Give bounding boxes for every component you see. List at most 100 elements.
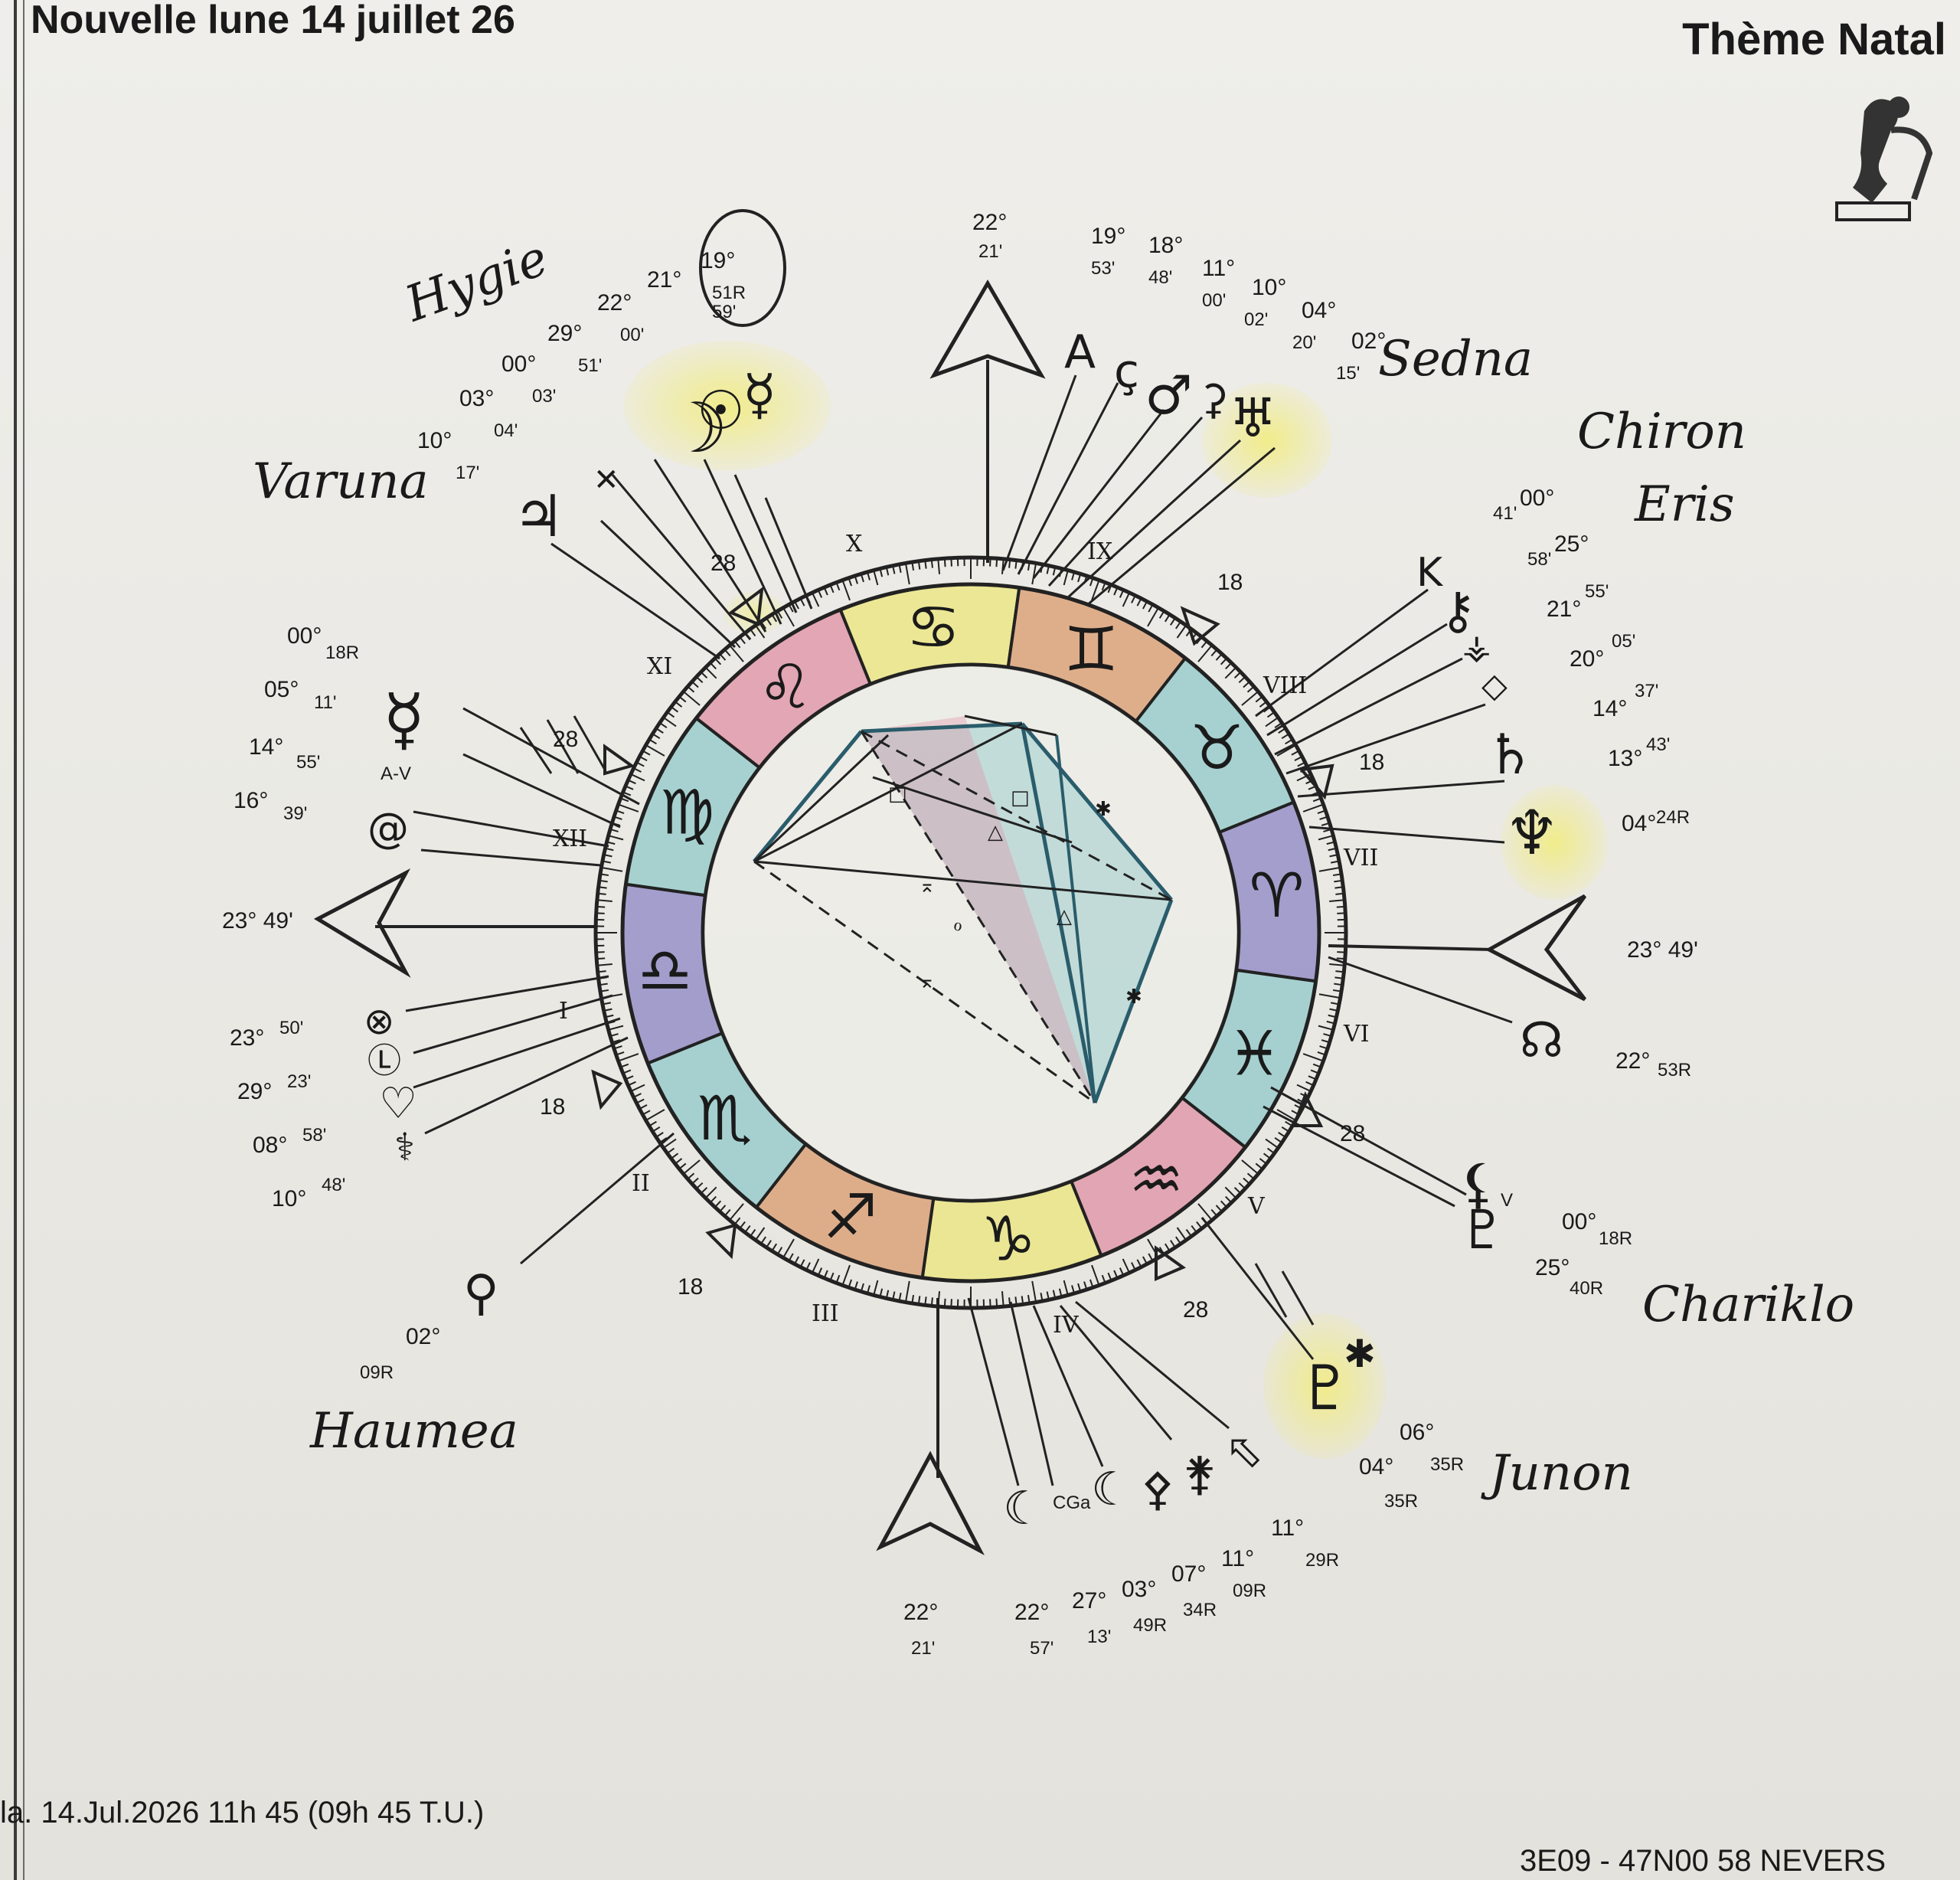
star-icon: ✱ <box>1344 1332 1376 1376</box>
varuna-symbol-icon: ✕ <box>593 463 619 498</box>
mercury-icon: ☿ <box>743 362 776 427</box>
position-degree: 08° <box>253 1133 287 1158</box>
sign-glyph-icon: ♉ <box>1190 712 1245 783</box>
junon-degree-2: 04° <box>1359 1454 1393 1479</box>
position-degree: 29° <box>237 1079 272 1104</box>
position-minute: 53' <box>1091 258 1115 279</box>
svg-text:18: 18 <box>540 1094 565 1120</box>
planet-glyphs: ☽ ☉ ☿ ✕ ♃ A ç ♂ ⚳ ♅ K ⚷ ⚶ ◇ ♄ ♆ ☊ ⚸ ♇ ♇ … <box>364 325 1563 1535</box>
position-degree: 00° <box>1520 486 1554 511</box>
chart-axes <box>313 280 1587 1556</box>
ceres-icon: ⚳ <box>1198 375 1229 423</box>
highlight-sun-moon <box>624 341 831 471</box>
ov-label: V <box>1501 1190 1513 1211</box>
parthenope-icon: ⚕ <box>394 1125 415 1169</box>
av-label: A-V <box>381 763 411 784</box>
position-degree: 05° <box>264 677 299 702</box>
house-v: V <box>1247 1193 1266 1220</box>
house-x: X <box>846 531 863 557</box>
chiron-k-icon: K <box>1416 550 1444 596</box>
position-degree: 04° <box>1302 298 1336 323</box>
positions-left-lower: 23°50'29°23'08°58'10°48' <box>230 1018 345 1211</box>
position-minute: 04' <box>494 420 518 441</box>
eris-label: Eris <box>1634 476 1735 533</box>
junon-label: Junon <box>1481 1445 1633 1502</box>
pluto-pl-icon: ♇ <box>1459 1198 1507 1261</box>
position-degree: 21° <box>647 267 681 293</box>
position-degree: 10° <box>1252 275 1286 300</box>
chariklo-label: Chariklo <box>1642 1277 1854 1333</box>
house-vi: VI <box>1343 1021 1370 1048</box>
position-minute: 37' <box>1635 681 1658 701</box>
eris-icon: ⚷ <box>1439 581 1476 640</box>
chiron-label: Chiron <box>1577 404 1746 460</box>
position-degree: 23° <box>230 1025 264 1051</box>
position-minute: 55' <box>1585 581 1609 602</box>
svg-text:28: 28 <box>553 727 578 752</box>
position-degree: 22° <box>597 290 632 316</box>
saturn-icon: ♄ <box>1485 722 1535 786</box>
position-minute: 39' <box>283 803 307 824</box>
house-xii: XII <box>553 826 587 852</box>
chariklo-minute-1: 18R <box>1599 1228 1632 1249</box>
highlight-neptune <box>1501 785 1608 900</box>
position-minute: 48' <box>322 1175 345 1195</box>
chariklo-degree-1: 00° <box>1562 1209 1596 1234</box>
position-minute: 23' <box>287 1071 311 1092</box>
moon-m-icon: ☾ <box>1003 1482 1044 1535</box>
position-degree: 10° <box>417 428 452 453</box>
house-vii: VII <box>1343 845 1378 871</box>
zodiac-sectors <box>621 583 1321 1283</box>
house-iv: IV <box>1053 1312 1080 1339</box>
position-degree: 11° <box>1271 1515 1304 1541</box>
chart-kind: Thème Natal <box>1682 15 1946 64</box>
cga-label: CGa <box>1053 1493 1091 1513</box>
node-minute: 53R <box>1658 1060 1691 1081</box>
position-minute: 59' <box>712 302 736 322</box>
juno-icon: ⚴ <box>1141 1463 1174 1516</box>
pointer-icon: ⬁ <box>1225 1424 1263 1478</box>
position-minute: 58' <box>302 1125 326 1146</box>
sign-glyph-icon: ♍ <box>660 777 715 848</box>
chariklo-degree-2: 25° <box>1535 1255 1570 1280</box>
position-minute: 02' <box>1244 309 1268 330</box>
chart-datetime: la. 14.Jul.2026 11h 45 (09h 45 T.U.) <box>0 1796 485 1829</box>
position-degree: 20° <box>1570 646 1604 672</box>
chariklo-minute-2: 40R <box>1570 1278 1603 1299</box>
sign-glyph-icon: ♌ <box>758 652 813 723</box>
asc-node-icon: A <box>1064 325 1096 379</box>
position-degree: 25° <box>1554 531 1589 557</box>
highlight-pluto <box>1263 1313 1386 1459</box>
ic-arrow-icon <box>876 1450 985 1556</box>
position-minute: 15' <box>1336 363 1360 384</box>
svg-text:18: 18 <box>1217 570 1243 595</box>
mars-icon: ♂ <box>1145 364 1193 427</box>
page-border-inner <box>23 0 24 1880</box>
position-degree: 13° <box>1608 746 1642 771</box>
position-degree: 27° <box>1072 1588 1106 1614</box>
position-minute: 43' <box>1646 734 1670 755</box>
position-minute: 34R <box>1183 1600 1217 1620</box>
position-degree: 03° <box>1122 1577 1156 1602</box>
junon-degree-1: 06° <box>1400 1420 1434 1445</box>
position-degree: 00° <box>287 623 322 649</box>
haumea-minute: 09R <box>360 1362 394 1383</box>
circled-x-icon: ⊗ <box>364 1000 394 1043</box>
svg-text:□: □ <box>1011 786 1030 809</box>
sign-glyph-icon: ♊ <box>1063 613 1119 685</box>
svg-text:⌅: ⌅ <box>919 875 936 897</box>
position-minute: 48' <box>1148 267 1172 288</box>
sign-glyph-icon: ♑ <box>981 1203 1036 1274</box>
positions-top-left: 19°51R21°59'22°00'29°51'00°03'03°04'10°1… <box>417 248 746 483</box>
position-degree: 18° <box>1148 233 1183 258</box>
node-degree: 22° <box>1615 1048 1650 1074</box>
vesta-icon: ⚶ <box>1462 628 1491 667</box>
svg-text:□: □ <box>888 783 907 806</box>
highlight-uranus <box>1202 383 1332 498</box>
position-minute: 00' <box>1202 290 1226 311</box>
asc-degree: 23° 49' <box>222 908 293 933</box>
svg-text:18: 18 <box>678 1274 703 1300</box>
dsc-degree: 23° 49' <box>1627 937 1698 963</box>
mc-minute: 21' <box>978 241 1002 262</box>
